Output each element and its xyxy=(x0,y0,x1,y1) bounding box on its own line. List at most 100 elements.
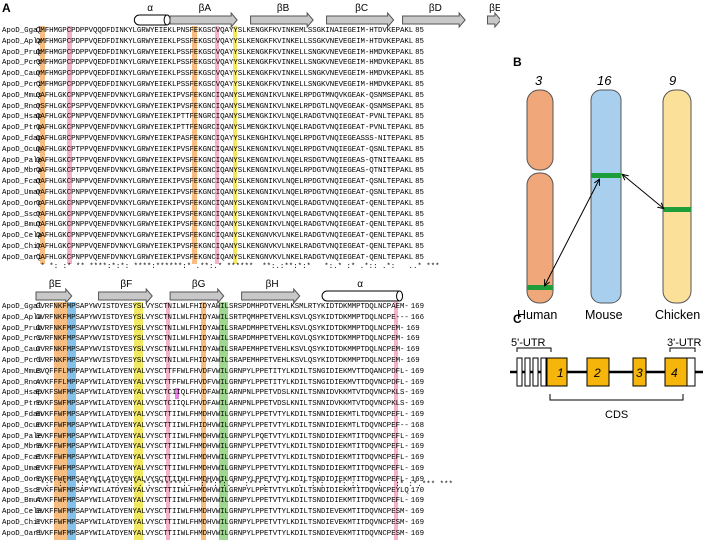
sequence: EVKFFWFMPSAPYWILATDYENYALVYSCTTIIWLFHMDH… xyxy=(36,475,409,484)
alignment-row: ApoD_HsapQAFHLGKCPNPPVQENFDVNKYLGRWYEIEK… xyxy=(2,112,424,123)
sequence: QMFHMGPCPDPPVQEDFDINKYLGRWYEIEKLPSSFEKGS… xyxy=(36,81,414,89)
sequence: QAFHLGKCPNPPVQENFDVNKYLGRWYEIEKIPVSFEKGN… xyxy=(36,178,414,187)
strand-arrow: βD xyxy=(402,3,466,28)
sequence-name: ApoD_Oari xyxy=(2,529,42,538)
alignment-row: ApoD_PaleQAFHLGKCPTPPVQENFDVNKYLGRWYEIEK… xyxy=(2,156,424,167)
strand-arrow: βE xyxy=(35,279,73,304)
utr5-label: 5'-UTR xyxy=(511,337,546,349)
residue-count: 169 xyxy=(410,519,425,527)
sequence: EVKFFWFMPSAPYWILATDYENYALVYSCTTIIWLFHMDH… xyxy=(36,454,409,463)
sequence-name: ApoD_Caur xyxy=(2,70,42,79)
alignment-row: ApoD_PcrsQMFHMGPCPDPPVQEDFDINKYLGRWYEIEK… xyxy=(2,58,424,69)
sequence: EVKFFWFMPSAPYWILATDYENYALVYSCTTIIWLFHMDH… xyxy=(36,508,409,517)
residue-count: 169 xyxy=(406,335,420,344)
conserved-column-highlight xyxy=(201,302,206,540)
alignment-row: ApoD_OariQAFHLGKCPNPPVQENFDVNKYLGRWYEIEK… xyxy=(2,253,424,264)
exon-label-1: 1 xyxy=(557,366,564,380)
residue-count: 85 xyxy=(415,178,424,187)
alignment-row: ApoD_FdamEVKFFWFMPSAPYWILATDYENYALVYSCTT… xyxy=(2,410,424,421)
residue-count: 169 xyxy=(410,508,425,517)
chromosome-diagram xyxy=(526,89,692,304)
sequence-name: ApoD_Fdam xyxy=(2,135,42,143)
panel-label-b: B xyxy=(513,55,522,69)
sequence: QMFHMGPCPDPPVQEDFDINKYLGRWYEIEKLPSSFEKGS… xyxy=(36,59,414,68)
sequence-name: ApoD_Umar xyxy=(2,465,42,473)
utr5-exon xyxy=(540,357,547,387)
conserved-column-highlight xyxy=(393,302,399,540)
residue-count: 85 xyxy=(415,91,424,100)
alignment-row: ApoD_PtroQAFHLGKCPNPPVQENFDVNKYLGRWYEIEK… xyxy=(2,123,424,134)
gene-diagram: 1 2 3 4 CDS xyxy=(510,347,703,421)
sequence: QAFHLGKCPNPPVQENFDVNKYLGRWYEIEKIPVSFEKGN… xyxy=(36,210,414,219)
residue-count: 85 xyxy=(415,253,424,262)
structure-label: βD xyxy=(429,3,442,14)
residue-count: 169 xyxy=(410,475,425,484)
alignment-row: ApoD_OorcQAFHLGKCPNPPVQENFDVNKYLGRWYEIEK… xyxy=(2,199,424,210)
residue-count: 169 xyxy=(406,324,420,333)
structure-label: βC xyxy=(355,3,368,14)
residue-count: 85 xyxy=(415,156,424,165)
chromosome-human xyxy=(526,89,554,304)
chromosome-number-mouse: 16 xyxy=(597,73,612,88)
exon-label-2: 2 xyxy=(593,366,601,380)
sequence: EVKFFWFMPSAPYWILATDYENYALVYSCTTIIWLFHMDH… xyxy=(36,411,409,419)
synteny-arrow-mouse-chicken xyxy=(623,175,663,208)
chromosome-number-human: 3 xyxy=(535,73,543,88)
sequence-name: ApoD_Ptro xyxy=(2,124,42,133)
sequence-name: ApoD_Ggal xyxy=(2,303,42,311)
sequence-name: ApoD_Ocun xyxy=(2,145,42,154)
structure-label: βA xyxy=(199,3,212,14)
residue-count: 85 xyxy=(415,70,424,79)
gene-structure-panel: C 5'-UTR 3'-UTR 1 2 3 4 CDS xyxy=(505,310,705,430)
residue-count: 169 xyxy=(410,389,425,398)
residue-count: 85 xyxy=(415,81,424,89)
sequence: QAFHLGKCPNPPVQENFDVNKYLGRWYEIEKIPVSFEKGN… xyxy=(36,91,414,100)
sequence-name: ApoD_Mbra xyxy=(2,167,42,176)
apod-band-chicken xyxy=(663,207,691,212)
structure-label: βB xyxy=(277,3,290,14)
alignment-row: ApoD_OariEVKFFWFMPSAPYWILATDYENYALVYSCTT… xyxy=(2,529,424,540)
sequence: QMFHMGPCPDPPVQEDFDINKYLGRWYEIEKLPSSFEKGS… xyxy=(36,70,414,79)
conserved-column-highlight xyxy=(174,388,180,400)
sequence-name: ApoD_Pcri xyxy=(2,81,42,89)
alignment-row: ApoD_OcunQAFHLGKCPTPPVQENFDVNKYLGRWYEIEK… xyxy=(2,145,424,156)
sequence-name: ApoD_Pcrs xyxy=(2,335,42,344)
sequence: GVRFNKFMPSAPYWVISTDYESYSLVYSCTNILWLFHIDY… xyxy=(36,335,405,344)
residue-count: 85 xyxy=(415,221,424,230)
conserved-column-highlight xyxy=(40,26,45,264)
alignment-row: ApoD_CaurQMFHMGPCPDPPVQEDFDINKYLGRWYEIEK… xyxy=(2,69,424,80)
residue-count: 169 xyxy=(410,367,425,376)
sequence-name: ApoD_Umar xyxy=(2,189,42,197)
sequence: EVQFFFLMPPAPYWILATDYENYALVYSCTTFFWLFHVDF… xyxy=(36,367,409,376)
sequence: EVKFSWFMPSAPYWILATDYENYALVYSCTCIIQLFHVDF… xyxy=(36,400,409,409)
alignment-row: ApoD_RnorQSFHLGKCPSPPVQENFDVKKYLGRWYEIEK… xyxy=(2,102,424,113)
conserved-column-highlight xyxy=(219,302,229,540)
sequence-name: ApoD_Bmut xyxy=(2,497,42,506)
residue-count: 169 xyxy=(410,411,425,419)
structure-label: βE xyxy=(489,3,500,14)
sequence-name: ApoD_Fcat xyxy=(2,454,42,463)
residue-count: 85 xyxy=(415,135,424,143)
residue-count: 85 xyxy=(415,189,424,197)
sequence-name: ApoD_Mmus xyxy=(2,367,42,376)
conserved-column-highlight xyxy=(232,26,238,264)
sequence: EVKFFWFMPSAPYWILATDYENYALVYSCTTIIWLFHMDH… xyxy=(36,443,409,452)
residue-count: 169 xyxy=(410,529,425,538)
sequence: AVKFFWFMPSAPYWILATDYENYALVYSCTTIIWLFHMDH… xyxy=(36,497,409,506)
species-label-mouse: Mouse xyxy=(585,308,623,322)
residue-count: 169 xyxy=(410,454,425,463)
sequence: EVKFFWFMPSAPYWILATDYENYALVYSCTTIIWLFHMDH… xyxy=(36,529,409,538)
alignment-row: ApoD_SscrEVKFFWFMPSAPYWILATDYENYALVYSCTT… xyxy=(2,486,424,497)
sequence-name: ApoD_Rnor xyxy=(2,102,42,111)
sequence-name: ApoD_Apla xyxy=(2,313,42,322)
sequence: EVKFSWFMPSAPYWILATDYENYALVYSCTCIIQLFHVDF… xyxy=(36,389,409,398)
sequence: GVRFNKFMPSAPYWVISTDYESYSLVYSCTNILWLFHIDY… xyxy=(36,324,405,333)
structure-label: βF xyxy=(120,279,132,290)
synteny-arrow-human-mouse xyxy=(545,180,599,285)
conserved-column-highlight xyxy=(214,26,220,264)
alignment-row: ApoD_UmarQAFHLGKCPNPPVQENFDVNKYLGRWYEIEK… xyxy=(2,188,424,199)
sequence-name: ApoD_Cela xyxy=(2,232,42,241)
consensus-line-1: * *: :* ** ****:*:*: ****:******:* .**:.… xyxy=(36,263,440,271)
